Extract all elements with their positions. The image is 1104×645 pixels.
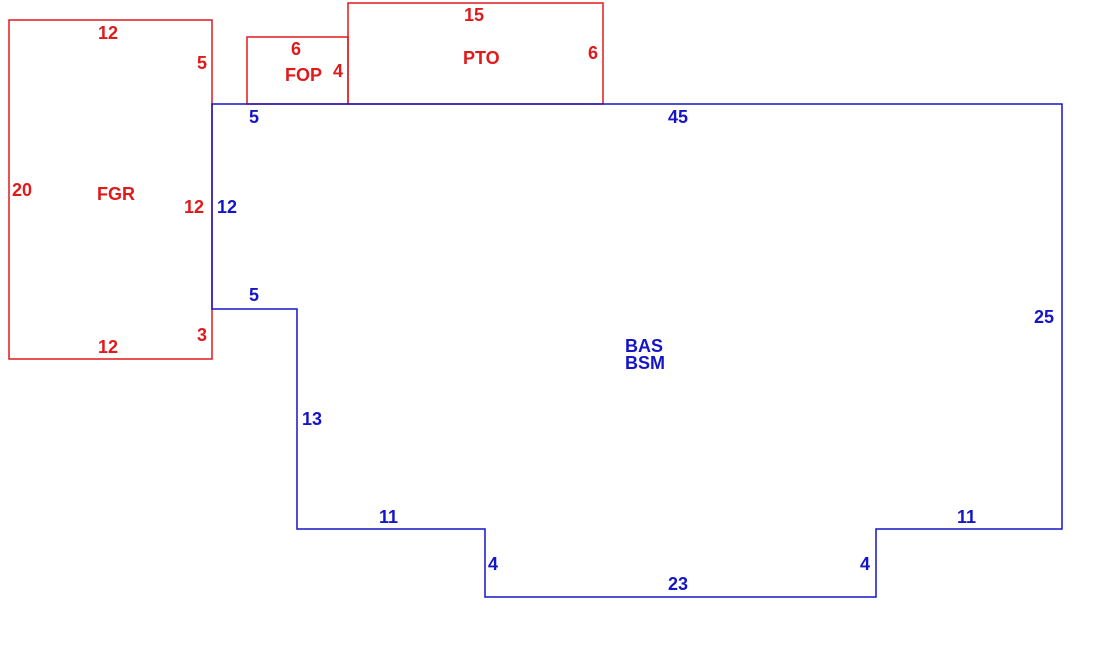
pto-dim-right: 6: [588, 43, 598, 63]
fgr-dim-top: 12: [98, 23, 118, 43]
fgr-area: FGR 12 5 20 12 3 12: [8, 19, 213, 360]
fop-area: FOP 6 4: [246, 36, 349, 105]
bas-dim-left-step: 5: [249, 285, 259, 305]
fop-dim-top: 6: [291, 39, 301, 59]
fgr-label: FGR: [97, 184, 135, 204]
pto-dim-top: 15: [464, 5, 484, 25]
bas-label: BAS: [625, 336, 663, 356]
bas-dim-step-left: 4: [488, 554, 498, 574]
fgr-dim-right-lower: 3: [197, 325, 207, 345]
bas-outline: [211, 103, 1063, 598]
bas-area: BAS BSM 5 45 12 5 13 11 4 23 4 11 25: [211, 103, 1063, 598]
bas-dim-top-left-offset: 5: [249, 107, 259, 127]
fop-dim-right: 4: [333, 61, 343, 81]
bas-dim-left-side: 12: [217, 197, 237, 217]
bas-dim-bottom-right: 11: [957, 507, 976, 527]
bas-dim-bottom: 23: [668, 574, 688, 594]
bas-dim-step-right: 4: [860, 554, 870, 574]
fgr-dim-bottom: 12: [98, 337, 118, 357]
bas-dim-bottom-left: 11: [379, 507, 398, 527]
fgr-dim-right-middle: 12: [184, 197, 204, 217]
bas-dim-top: 45: [668, 107, 688, 127]
bas-dim-left-lower: 13: [302, 409, 322, 429]
pto-area: PTO 15 6: [347, 2, 604, 105]
fop-label: FOP: [285, 65, 322, 85]
pto-label: PTO: [463, 48, 500, 68]
fgr-dim-left: 20: [12, 180, 32, 200]
fgr-dim-right-upper: 5: [197, 53, 207, 73]
bas-dim-right: 25: [1034, 307, 1054, 327]
bsm-label: BSM: [625, 353, 665, 373]
